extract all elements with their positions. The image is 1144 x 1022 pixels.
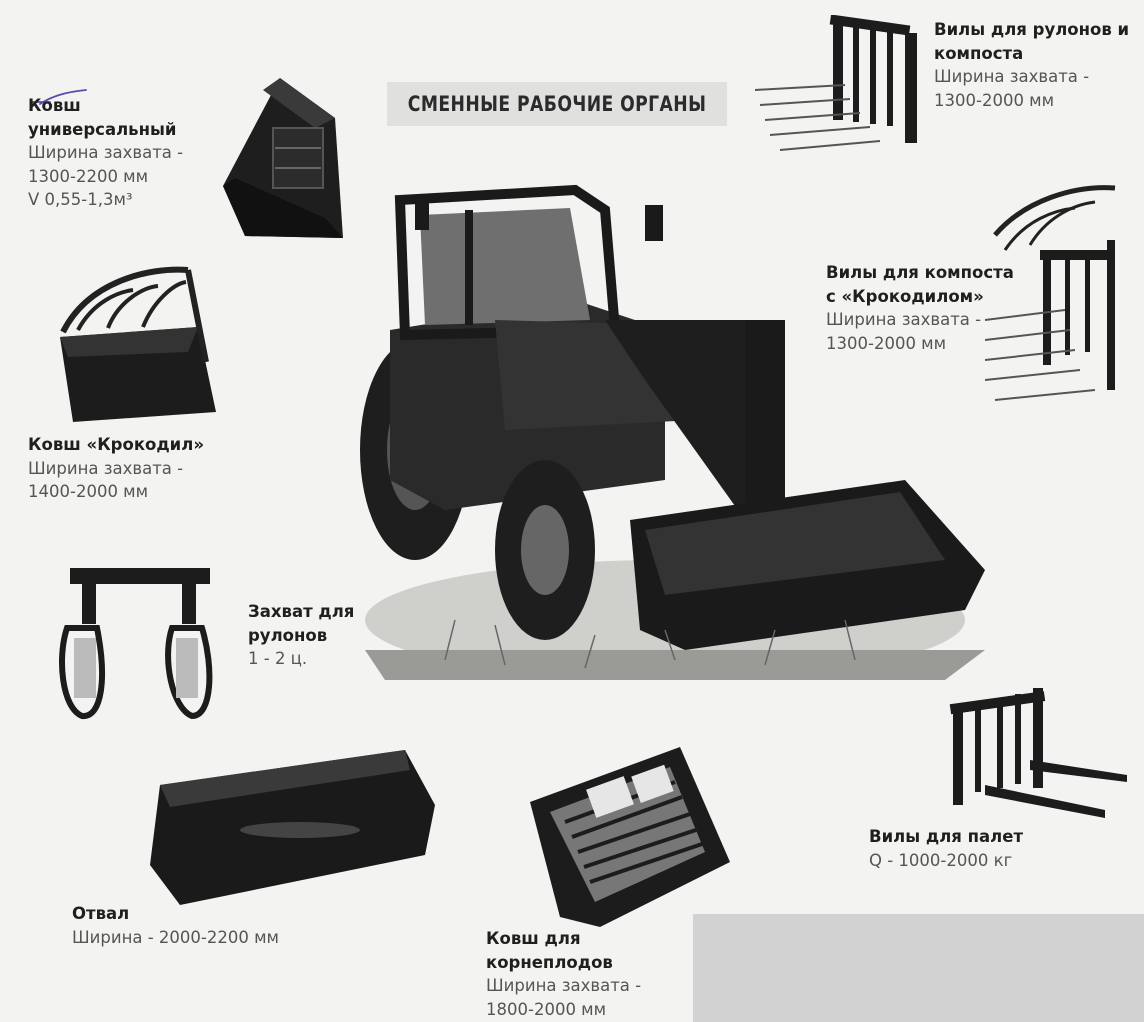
item-name: Вилы для палет <box>869 827 1024 846</box>
page-title-box: СМЕННЫЕ РАБОЧИЕ ОРГАНЫ <box>387 82 727 126</box>
item-spec: V 0,55-1,3м³ <box>28 190 133 209</box>
item-spec: Ширина захвата - <box>826 310 982 329</box>
item-name: Ковш для <box>486 929 581 948</box>
item-spec: Ширина захвата - <box>934 67 1090 86</box>
gray-block <box>693 914 1144 1022</box>
item-spec: 1 - 2 ц. <box>248 649 308 668</box>
caption-compost-forks-crocodile: Вилы для компоста с «Крокодилом» Ширина … <box>826 261 1014 355</box>
item-spec: Q - 1000-2000 кг <box>869 850 1013 870</box>
item-spec: 1300-2000 мм <box>826 333 947 353</box>
compost-forks-crocodile-image <box>985 185 1116 401</box>
item-name: Ковш «Крокодил» <box>28 435 204 454</box>
caption-blade: Отвал Ширина - 2000-2200 мм <box>72 902 279 949</box>
caption-pallet-forks: Вилы для палет Q - 1000-2000 кг <box>869 825 1023 872</box>
pen-mark-icon <box>31 89 87 105</box>
bale-compost-forks-image <box>755 15 917 151</box>
pallet-forks-image <box>949 688 1127 818</box>
item-spec: Ширина захвата - <box>486 976 642 995</box>
root-crop-bucket-image <box>530 747 730 927</box>
item-spec: 1400-2000 мм <box>28 482 149 501</box>
item-name: универсальный <box>28 119 177 139</box>
bale-grab-image <box>59 568 213 720</box>
item-spec: Ширина захвата - <box>28 458 184 478</box>
item-name: Захват для <box>248 602 355 621</box>
crocodile-bucket-image <box>60 266 216 422</box>
item-name: корнеплодов <box>486 952 613 972</box>
item-spec: Ширина - 2000-2200 мм <box>72 927 279 947</box>
universal-bucket-image <box>223 78 343 238</box>
blade-image <box>150 750 435 905</box>
item-name: рулонов <box>248 625 328 645</box>
item-name: Вилы для компоста <box>826 263 1014 282</box>
caption-bale-grab: Захват для рулонов 1 - 2 ц. <box>248 600 354 671</box>
caption-universal-bucket: Ковш универсальный Ширина захвата - 1300… <box>28 94 183 212</box>
tractor-image <box>360 184 985 680</box>
item-spec: 1300-2200 мм <box>28 166 149 186</box>
caption-root-crop-bucket: Ковш для корнеплодов Ширина захвата - 18… <box>486 927 641 1021</box>
item-spec: 1300-2000 мм <box>934 90 1055 110</box>
item-name: Вилы для рулонов и <box>934 20 1130 39</box>
item-name: с «Крокодилом» <box>826 286 984 306</box>
caption-crocodile-bucket: Ковш «Крокодил» Ширина захвата - 1400-20… <box>28 433 204 504</box>
page-title: СМЕННЫЕ РАБОЧИЕ ОРГАНЫ <box>407 92 707 116</box>
caption-bale-compost-forks: Вилы для рулонов и компоста Ширина захва… <box>934 18 1129 112</box>
item-name: Ковш <box>28 96 81 115</box>
item-spec: 1800-2000 мм <box>486 999 607 1019</box>
item-name: Отвал <box>72 904 130 923</box>
item-name: компоста <box>934 43 1024 63</box>
item-spec: Ширина захвата - <box>28 143 184 162</box>
